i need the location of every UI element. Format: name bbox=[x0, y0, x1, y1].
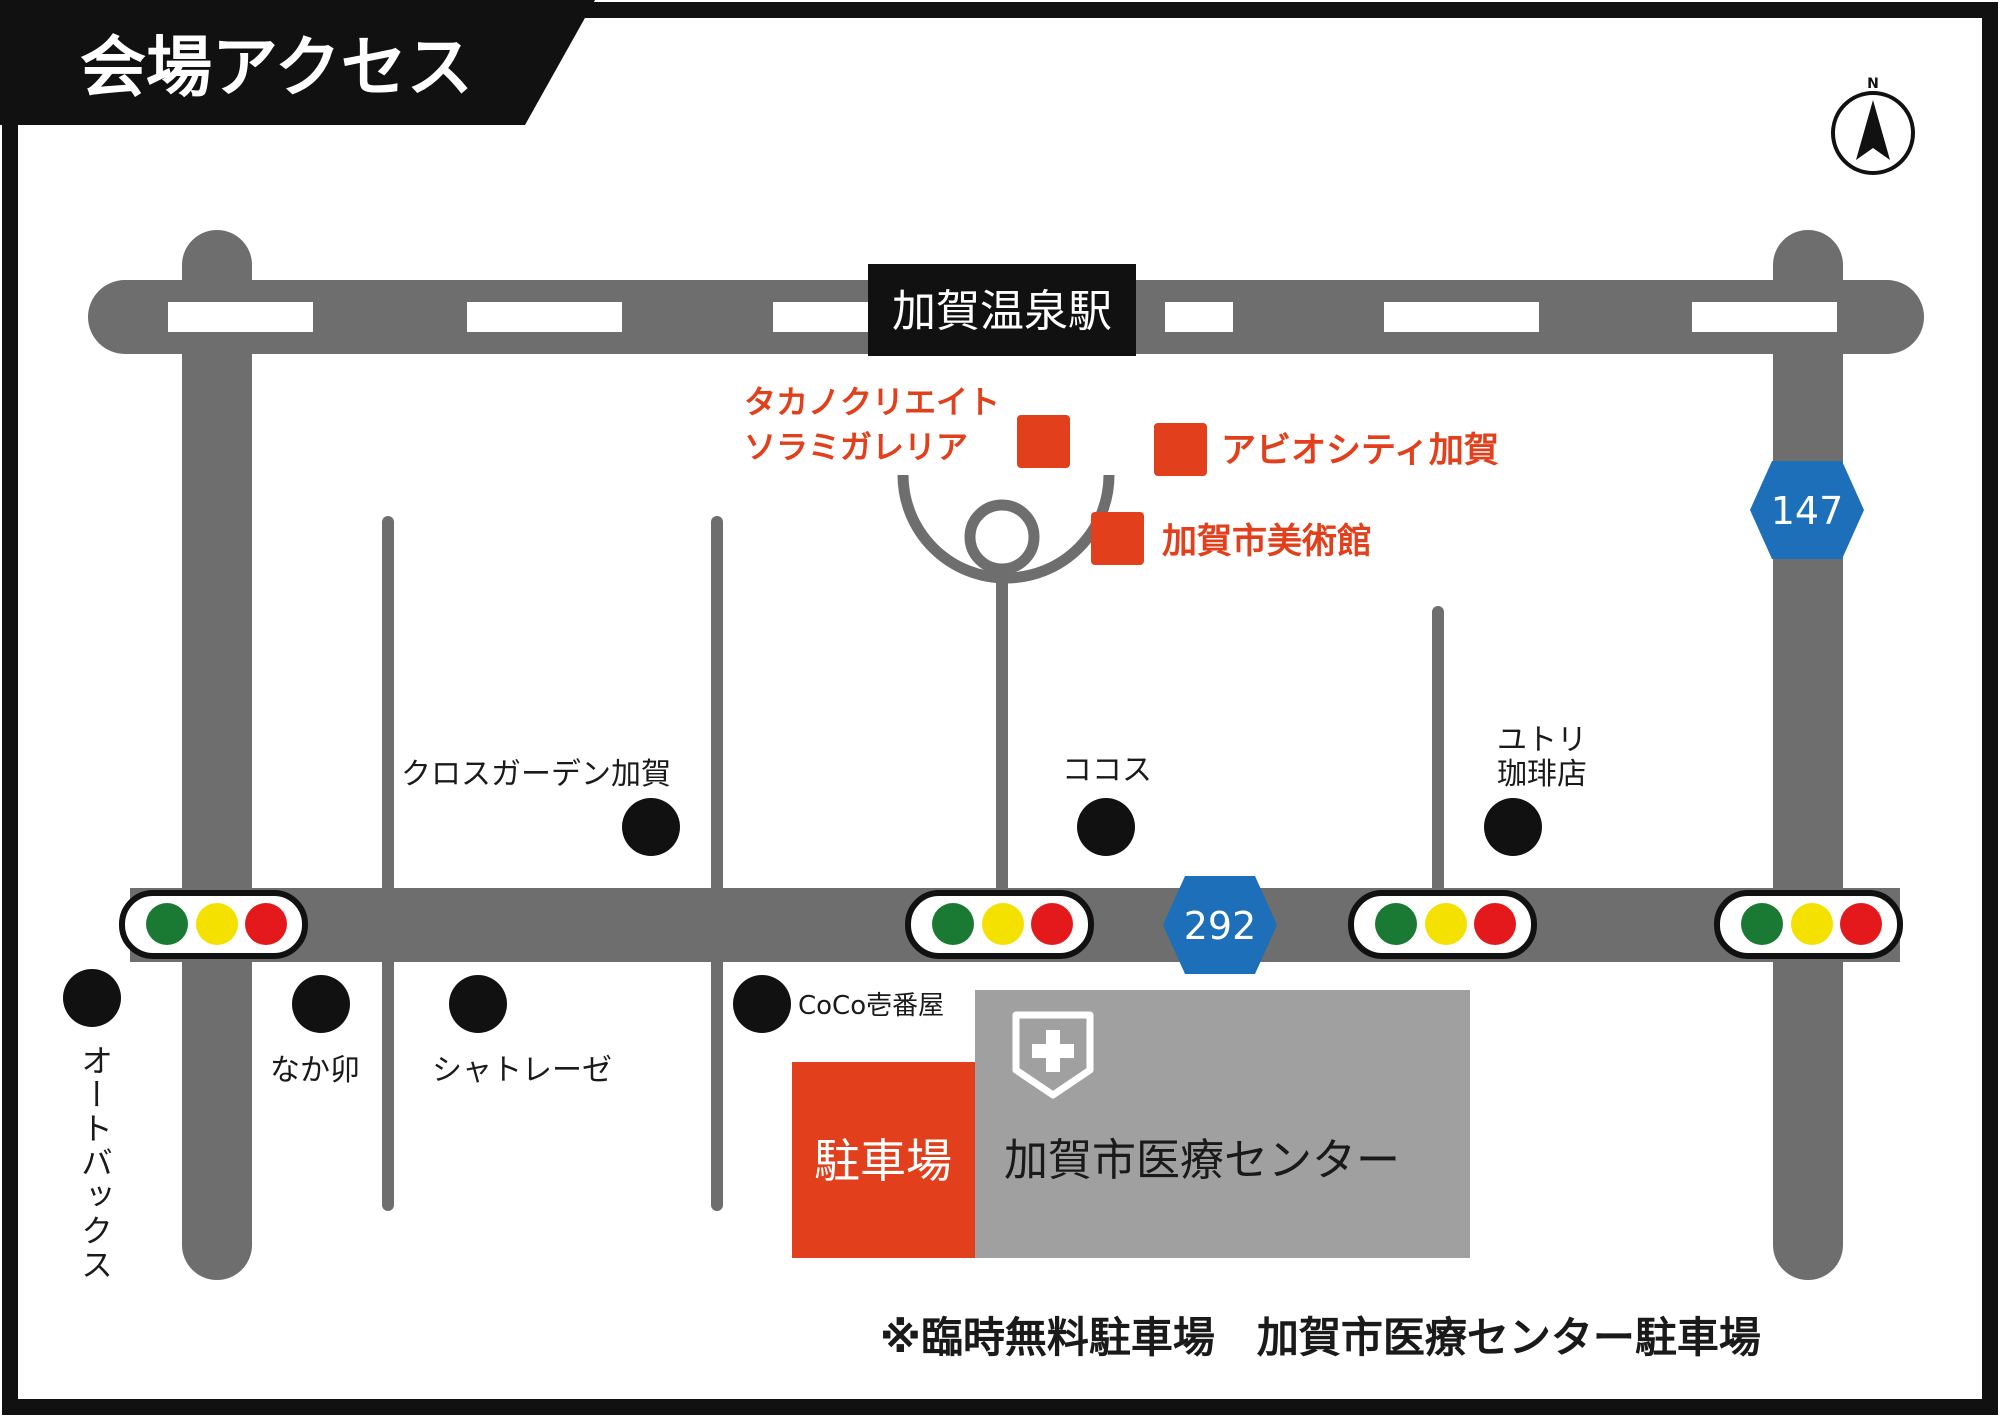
parking-label: 駐車場 bbox=[814, 1134, 952, 1188]
landmark-label-cocos: ココス bbox=[1062, 753, 1152, 788]
place-marker-museum bbox=[1091, 512, 1144, 565]
landmark-dot-cocos bbox=[1077, 798, 1135, 856]
route-147-number: 147 bbox=[1771, 489, 1844, 533]
header-title: 会場アクセス bbox=[80, 29, 473, 106]
parking-block bbox=[792, 1062, 975, 1258]
landmark-dot-nakau bbox=[292, 975, 350, 1033]
landmark-label-nakau: なか卯 bbox=[270, 1053, 360, 1088]
place-marker-abiocity bbox=[1154, 423, 1207, 476]
traffic-signal-icon bbox=[1348, 890, 1537, 959]
landmark-label-crossgarden: クロスガーデン加賀 bbox=[401, 757, 671, 792]
place-label-takano-2: ソラミガレリア bbox=[744, 428, 968, 466]
traffic-signal-icon bbox=[1714, 890, 1903, 959]
landmark-dot-coco bbox=[733, 975, 791, 1033]
road-west-vertical bbox=[182, 230, 252, 1280]
landmark-label-autobacs: オートバックス bbox=[76, 1044, 114, 1282]
landmark-label-coco: CoCo壱番屋 bbox=[798, 991, 944, 1021]
station-label: 加賀温泉駅 bbox=[892, 286, 1112, 337]
route-292-badge: 292 bbox=[1163, 876, 1277, 974]
landmark-dot-crossgarden bbox=[622, 798, 680, 856]
place-label-museum: 加賀市美術館 bbox=[1162, 521, 1372, 562]
route-292-number: 292 bbox=[1184, 904, 1257, 948]
hospital-cross-icon bbox=[1012, 1011, 1094, 1099]
landmark-label-chateraise: シャトレーゼ bbox=[432, 1053, 612, 1088]
compass-label: N bbox=[1867, 76, 1879, 92]
railway-ties bbox=[168, 302, 1837, 332]
landmark-label-yutori-1: ユトリ bbox=[1497, 723, 1587, 758]
traffic-signal-icon bbox=[905, 890, 1094, 959]
footnote: ※臨時無料駐車場 加賀市医療センター駐車場 bbox=[880, 1313, 1761, 1362]
traffic-signal-icon bbox=[119, 890, 308, 959]
place-label-takano-1: タカノクリエイト bbox=[744, 383, 1000, 421]
landmark-dot-chateraise bbox=[449, 975, 507, 1033]
road-east-vertical bbox=[1773, 230, 1843, 1280]
route-147-badge: 147 bbox=[1750, 461, 1864, 559]
place-label-abiocity: アビオシティ加賀 bbox=[1221, 431, 1499, 471]
place-marker-takano bbox=[1017, 415, 1070, 468]
north-arrow-icon: N bbox=[1831, 76, 1915, 175]
hospital-label: 加賀市医療センター bbox=[1004, 1135, 1400, 1186]
landmark-dot-autobacs bbox=[63, 969, 121, 1027]
station-label-box bbox=[868, 264, 1136, 356]
landmark-label-yutori-2: 珈琲店 bbox=[1497, 757, 1587, 792]
landmark-dot-yutori bbox=[1484, 798, 1542, 856]
header-tab bbox=[0, 0, 595, 125]
